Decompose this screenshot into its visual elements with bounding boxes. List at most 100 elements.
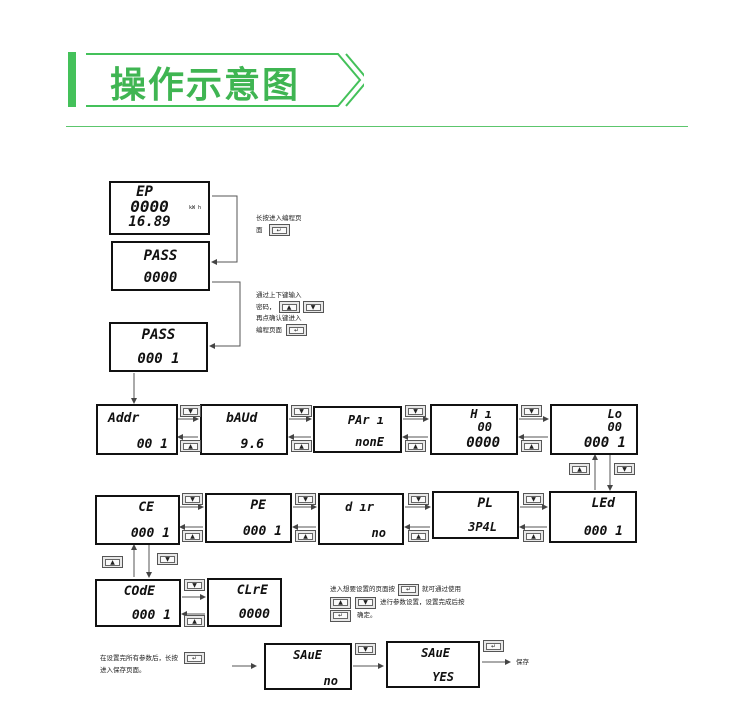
lcd-unit: kW h [189,205,202,211]
down-icon: ▼ [524,407,539,415]
lcd-value: 000 1 [130,526,170,541]
enter-icon: ↵ [333,612,348,619]
down-key[interactable]: ▼ [521,405,542,417]
enter-key[interactable]: ↵ [184,652,205,664]
lcd-parity-screen: PAr ı nonE [313,406,402,453]
up-key[interactable]: ▲ [278,301,300,313]
enter-key[interactable]: ↵ [398,583,419,596]
lcd-label: PAr ı [347,413,384,427]
lcd-value: 9.6 [240,437,264,452]
note-line: 进入想要设置的页面按 [330,585,395,593]
lcd-label: LEd [591,496,615,511]
down-key[interactable]: ▼ [180,405,201,417]
lcd-value: 3P4L [468,520,497,534]
lcd-label: PASS [141,327,176,343]
down-key[interactable]: ▼ [291,405,312,417]
enter-key[interactable]: ↵ [268,224,290,236]
lcd-label: CLrE [236,583,268,598]
down-icon: ▼ [294,407,309,415]
up-icon: ▲ [333,599,348,606]
down-icon: ▼ [358,599,373,606]
lcd-label: bAUd [226,411,258,426]
note-line: 就可通过使用 [422,585,461,593]
lcd-ep-screen: EP 0000 16.89 kW h [109,181,210,235]
down-key[interactable]: ▼ [355,643,376,655]
down-key[interactable]: ▼ [523,493,544,505]
header-frame [86,53,364,107]
up-key[interactable]: ▲ [180,440,201,452]
lcd-led-screen: LEd 000 1 [549,491,637,543]
up-key[interactable]: ▲ [295,530,316,542]
up-key[interactable]: ▲ [330,596,351,609]
note-line: 确定。 [357,611,377,619]
up-icon: ▲ [294,442,309,450]
lcd-value: YES [432,670,454,684]
down-key[interactable]: ▼ [295,493,316,505]
lcd-value-secondary: 16.89 [128,214,171,230]
up-key[interactable]: ▲ [521,440,542,452]
note-line: 长按进入编程页 [256,214,302,222]
up-icon: ▲ [572,465,587,473]
lcd-value: 000 1 [242,524,282,539]
up-key[interactable]: ▲ [523,530,544,542]
enter-key[interactable]: ↵ [286,324,307,336]
lcd-label: PL [477,496,493,511]
up-icon: ▲ [411,532,426,540]
up-icon: ▲ [524,442,539,450]
down-icon: ▼ [183,407,198,415]
up-key[interactable]: ▲ [184,615,205,627]
lcd-label: PASS [143,248,178,264]
note-password: 通过上下键输入 密码， ▲ ▼ 再点确认键进入 编程页面 ↵ [256,290,324,336]
up-key[interactable]: ▲ [102,556,123,568]
note-save-done: 保存 [516,658,529,666]
enter-key[interactable]: ↵ [330,609,351,622]
lcd-label: H ı [470,407,492,421]
down-key[interactable]: ▼ [184,579,205,591]
up-icon: ▲ [187,617,202,625]
lcd-value-secondary: 00 [477,420,492,434]
down-key[interactable]: ▼ [355,596,376,609]
lcd-label: CE [138,500,154,515]
lcd-value: nonE [355,435,384,449]
up-key[interactable]: ▲ [569,463,590,475]
lcd-label: PE [250,498,266,513]
lcd-label: Lo [607,407,622,421]
lcd-pass-screen: PASS 0000 [111,241,210,291]
enter-icon: ↵ [187,654,202,662]
down-key[interactable]: ▼ [614,463,635,475]
lcd-pass-entered-screen: PASS 000 1 [109,322,208,372]
lcd-label: Addr [108,411,140,426]
down-icon: ▼ [298,495,313,503]
down-key[interactable]: ▼ [408,493,429,505]
header-divider [66,126,688,127]
note-line: 通过上下键输入 [256,291,302,299]
enter-icon: ↵ [289,326,304,334]
down-key[interactable]: ▼ [302,301,324,313]
lcd-value: 0000 [466,435,500,451]
enter-key[interactable]: ↵ [483,640,504,652]
down-icon: ▼ [185,495,200,503]
down-icon: ▼ [187,581,202,589]
up-key[interactable]: ▲ [182,530,203,542]
lcd-save-no-screen: SAuE no [264,643,352,690]
up-key[interactable]: ▲ [291,440,312,452]
down-key[interactable]: ▼ [405,405,426,417]
note-line: 在设置完所有参数后，长按 [100,654,178,662]
lcd-value: 0000 [130,197,169,216]
down-key[interactable]: ▼ [182,493,203,505]
note-line: 密码， [256,302,276,311]
lcd-value: 0000 [143,270,178,286]
up-key[interactable]: ▲ [408,530,429,542]
lcd-ct-screen: CE 000 1 [95,495,180,545]
page-title: 操作示意图 [110,65,301,106]
up-icon: ▲ [298,532,313,540]
up-key[interactable]: ▲ [405,440,426,452]
down-key[interactable]: ▼ [157,553,178,565]
lcd-value: 000 1 [137,351,180,367]
lcd-direction-screen: d ır no [318,493,404,545]
note-line: 进入保存页面。 [100,666,146,674]
lcd-clear-screen: CLrE 0000 [207,578,282,627]
lcd-label: SAuE [293,648,322,662]
lcd-code-screen: COdE 000 1 [95,579,181,627]
